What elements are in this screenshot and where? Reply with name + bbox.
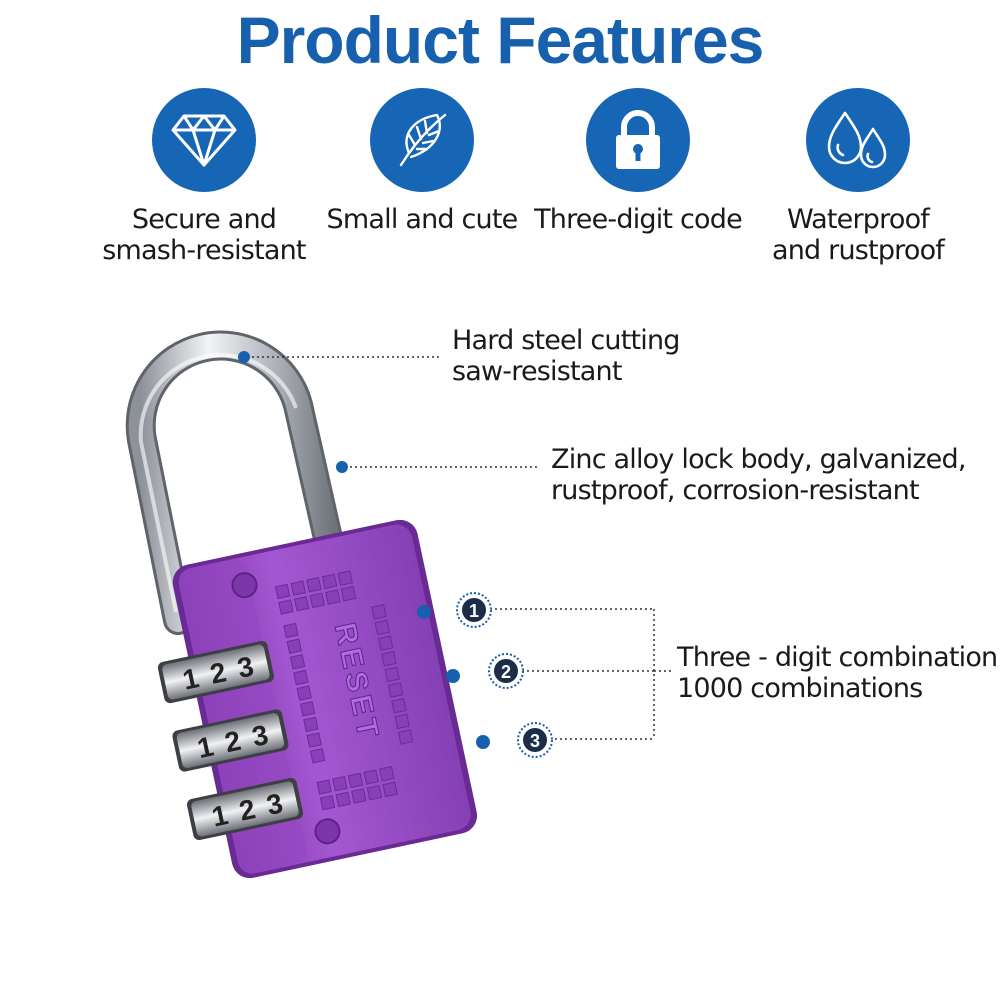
feature-label-line: Waterproof <box>786 204 930 235</box>
feature-small: Small and cute <box>302 88 542 235</box>
dial-marker-3: 3 <box>517 722 553 758</box>
dial-digit: 1 <box>209 799 231 833</box>
body-leader-line <box>336 461 540 473</box>
dial-marker-1: 1 <box>456 592 492 628</box>
padlock-icon <box>586 88 690 192</box>
shackle-leader-line <box>238 351 442 363</box>
shackle <box>125 330 349 635</box>
dial-digit: 3 <box>249 719 271 753</box>
dial-3[interactable]: 1 2 3 <box>186 777 304 841</box>
dial-digit: 1 <box>180 662 202 696</box>
feather-icon <box>370 88 474 192</box>
feature-label-line: smash-resistant <box>102 235 306 266</box>
dial-digit: 2 <box>222 725 244 759</box>
callout-combination: Three - digit combination 1000 combinati… <box>677 642 998 704</box>
marker-dot <box>446 669 460 683</box>
dial-digit: 3 <box>264 787 286 821</box>
marker-dot <box>417 605 431 619</box>
marker-dot <box>476 735 490 749</box>
dial-digit: 2 <box>236 793 258 827</box>
callout-line: Hard steel cutting <box>452 325 680 356</box>
callout-line: Zinc alloy lock body, galvanized, <box>551 444 966 475</box>
feature-secure: Secure and smash-resistant <box>84 88 324 266</box>
callout-shackle: Hard steel cutting saw-resistant <box>452 325 680 387</box>
feature-code: Three-digit code <box>518 88 758 235</box>
feature-label-line: Secure and <box>131 204 277 235</box>
dial-2[interactable]: 1 2 3 <box>171 708 289 772</box>
dial-marker-number: 2 <box>501 662 511 682</box>
callout-line: saw-resistant <box>452 356 622 387</box>
dial-digit: 1 <box>195 731 217 765</box>
page-title: Product Features <box>236 3 765 77</box>
callout-body: Zinc alloy lock body, galvanized, rustpr… <box>551 444 966 506</box>
dial-marker-2: 2 <box>488 653 524 689</box>
diamond-icon <box>152 88 256 192</box>
dial-marker-number: 3 <box>530 731 540 751</box>
dial-1[interactable]: 1 2 3 <box>157 640 275 704</box>
callout-line: 1000 combinations <box>677 673 923 704</box>
feature-label-line: Three-digit code <box>534 204 743 235</box>
feature-waterproof: Waterproof and rustproof <box>738 88 978 266</box>
dial-digit: 3 <box>235 650 257 684</box>
feature-label-line: Small and cute <box>326 204 519 235</box>
dial-digit: 2 <box>207 656 229 690</box>
callout-line: rustproof, corrosion-resistant <box>551 475 920 506</box>
dial-marker-number: 1 <box>469 601 479 621</box>
lock-body: RESET 1 2 3 1 2 3 1 2 3 <box>157 519 478 879</box>
callout-line: Three - digit combination <box>677 642 998 673</box>
combination-bracket <box>490 608 672 740</box>
feature-label-line: and rustproof <box>771 235 945 266</box>
water-drops-icon <box>806 88 910 192</box>
